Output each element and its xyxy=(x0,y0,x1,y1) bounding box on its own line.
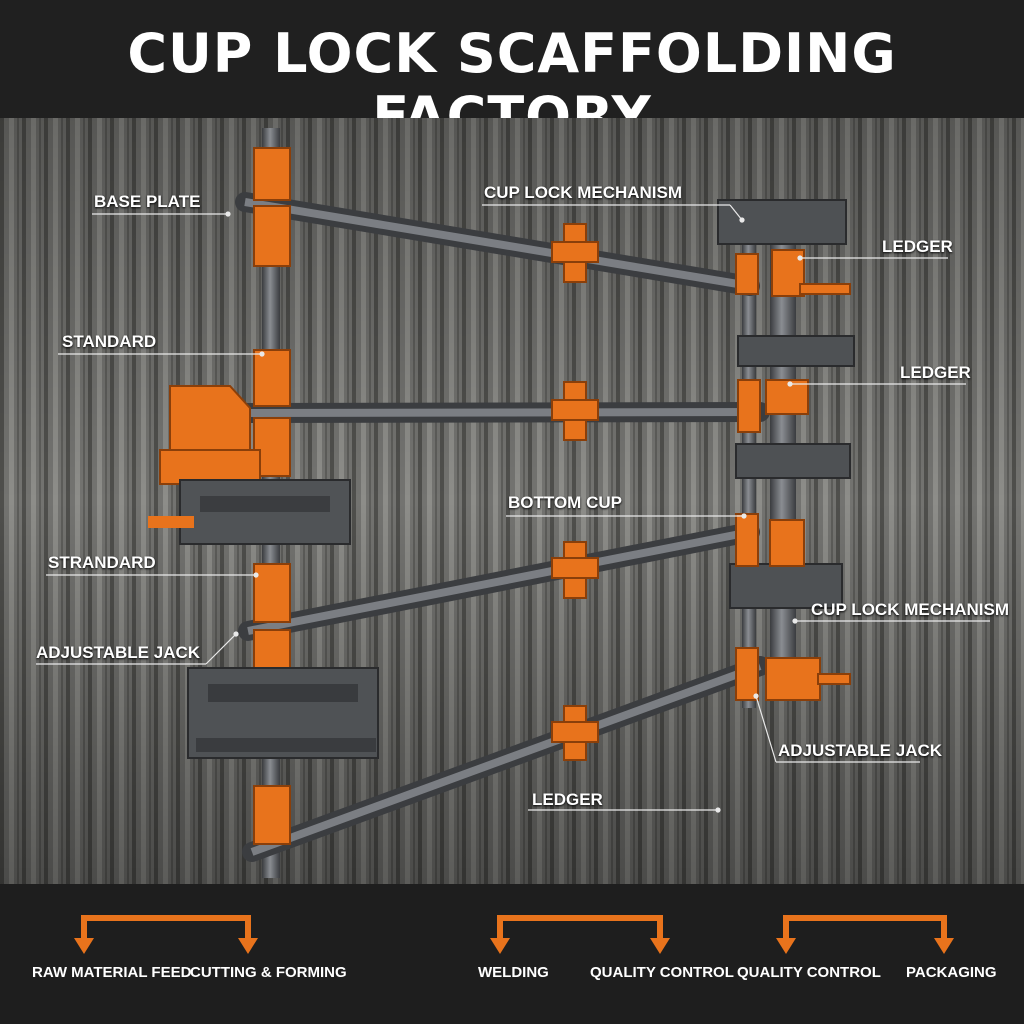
ledger-pipes xyxy=(235,192,770,862)
arrow-head-icon xyxy=(776,938,796,954)
arrow-head-icon xyxy=(490,938,510,954)
label-standard: STANDARD xyxy=(62,332,157,351)
leader-lines xyxy=(36,204,990,813)
label-ledger-1: LEDGER xyxy=(882,237,953,256)
step-quality-control-2: QUALITY CONTROL xyxy=(737,964,881,981)
step-cutting-forming: CUTTING & FORMING xyxy=(190,964,347,981)
right-cup-clamps xyxy=(735,249,851,701)
lower-machine-block xyxy=(187,667,379,759)
label-base-plate: BASE PLATE xyxy=(94,192,201,211)
label-strandard: STRANDARD xyxy=(48,553,156,572)
label-adjustable-jack-left: ADJUSTABLE JACK xyxy=(36,643,201,662)
arrow-head-icon xyxy=(650,938,670,954)
step-raw-material-feed: RAW MATERIAL FEED xyxy=(32,964,192,981)
step-quality-control-1: QUALITY CONTROL xyxy=(590,964,734,981)
left-machine-block xyxy=(148,385,351,545)
arrow-head-icon xyxy=(74,938,94,954)
left-cup-clamps xyxy=(253,147,291,845)
process-flow-footer xyxy=(0,884,1024,1024)
ledger-couplers xyxy=(551,223,599,761)
label-adjustable-jack-right: ADJUSTABLE JACK xyxy=(778,741,943,760)
right-machine-stack xyxy=(717,199,855,609)
arrow-head-icon xyxy=(934,938,954,954)
process-flow-arrows xyxy=(74,915,954,954)
page-title: CUP LOCK SCAFFOLDING FACTORY xyxy=(127,22,897,148)
label-cup-lock-mechanism-right: CUP LOCK MECHANISM xyxy=(811,600,1010,619)
scaffolding-illustration xyxy=(0,118,1024,884)
step-welding: WELDING xyxy=(478,964,549,981)
label-cup-lock-mechanism-top: CUP LOCK MECHANISM xyxy=(484,183,683,202)
label-bottom-cup: BOTTOM CUP xyxy=(508,493,622,512)
step-packaging: PACKAGING xyxy=(906,964,997,981)
arrow-head-icon xyxy=(238,938,258,954)
label-ledger-2: LEDGER xyxy=(900,363,971,382)
label-ledger-bottom: LEDGER xyxy=(532,790,603,809)
header-bar: CUP LOCK SCAFFOLDING FACTORY xyxy=(0,0,1024,148)
